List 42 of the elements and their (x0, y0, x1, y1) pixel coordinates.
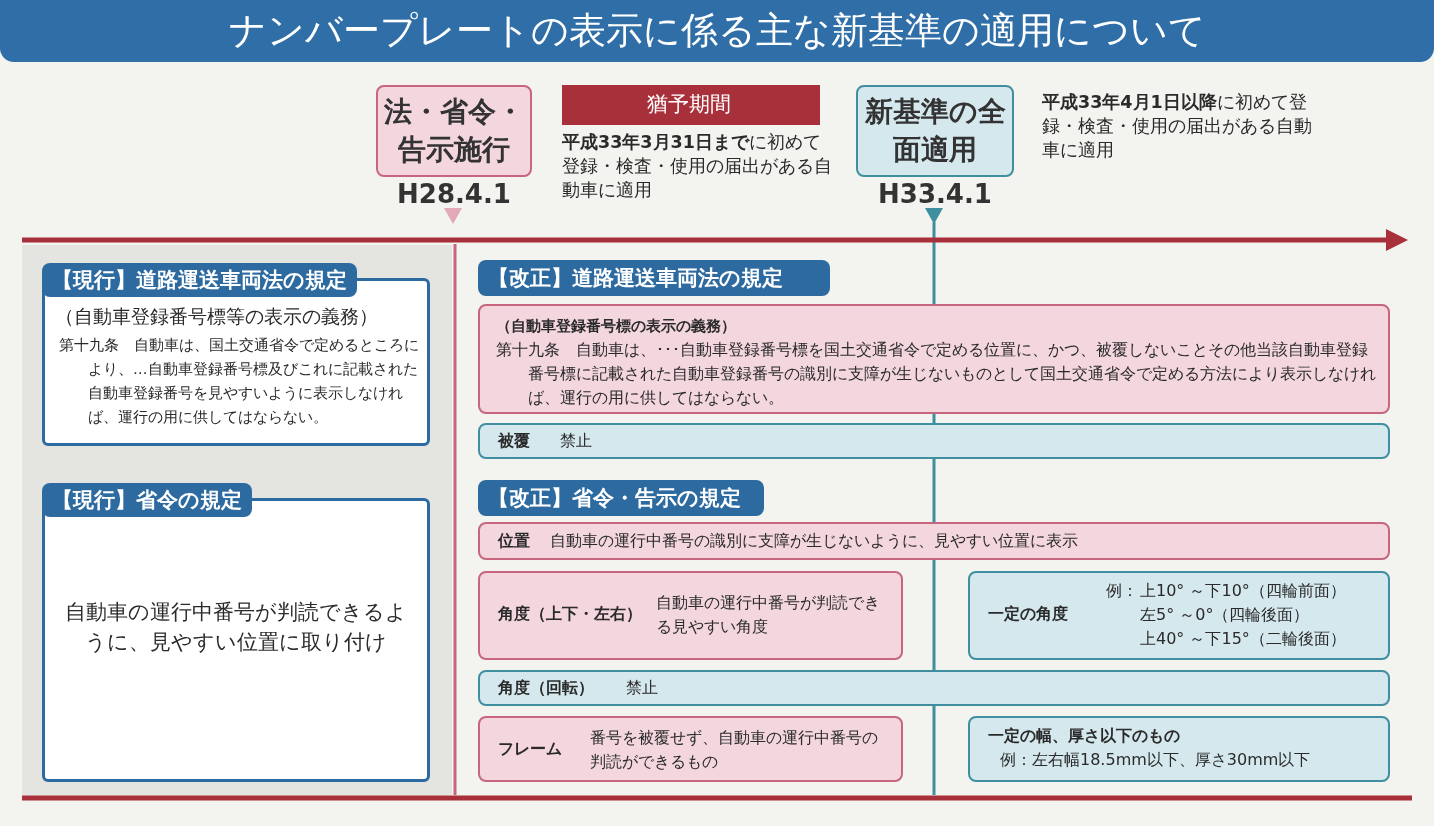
rule-description: 上10° ～下10°（四輪前面） (1140, 580, 1347, 602)
period-band (562, 85, 820, 125)
article-heading: （自動車登録番号標の表示の義務） (496, 317, 737, 336)
rule-description: 禁止 (626, 677, 659, 699)
section-heading: 【現行】省令の規定 (42, 483, 252, 517)
article-text: 第十九条 自動車は、国土交通省令で定めるところにより、…自動車登録番号標及びこれに記載された自動車登録番号を見やすいように表示しなければ、運行の用に供してはならない。 (59, 336, 420, 427)
section-heading: 【現行】道路運送車両法の規定 (42, 263, 357, 297)
rule-term: フレーム (498, 738, 563, 760)
rule-row (478, 522, 1390, 560)
article-text: 第十九条 自動車は、･･･自動車登録番号標を国土交通省令で定める位置に、かつ、被覆しないことその他当該自動車登録番号標に記載された自動車登録番号の識別に支障が生じないものとして国土交通省令で定める方法により表示しなければ、運行の用に供してはならない。 (496, 339, 1376, 409)
milestone-box (856, 85, 1014, 177)
section-heading-text: 【改正】道路運送車両法の規定 (487, 265, 784, 292)
rule-row (478, 670, 1390, 706)
rule-description: 例： (1106, 580, 1139, 602)
period-label: 猶予期間 (646, 91, 732, 118)
milestone-label: 法・省令・告示施行 (383, 94, 525, 168)
rule-term: 一定の幅、厚さ以下のもの (988, 725, 1181, 747)
rule-description: 自動車の運行中番号が判読できる見やすい角度 (656, 592, 881, 638)
rule-term: 角度（回転） (498, 677, 595, 699)
rule-description: 左5° ～0°（四輪後面） (1140, 604, 1311, 626)
rule-description: 番号を被覆せず、自動車の運行中番号の判読ができるもの (590, 727, 879, 773)
rule-description: 自動車の運行中番号が判読できるように、見やすい位置に取り付け (64, 599, 408, 656)
rule-row (478, 423, 1390, 459)
date-label: H28.4.1 (396, 178, 512, 210)
rule-term: 被覆 (498, 430, 531, 452)
rule-term: 一定の角度 (988, 603, 1069, 625)
rule-description: 上40° ～下15°（二輪後面） (1140, 628, 1347, 650)
section-heading-text: 【改正】省令・告示の規定 (487, 485, 742, 512)
title-bar: ナンバープレートの表示に係る主な新基準の適用について (0, 0, 1434, 62)
rule-description: 例：左右幅18.5mm以下、厚さ30mm以下 (1000, 749, 1312, 771)
period-note: 平成33年3月31日までに初めて登録・検査・使用の届出がある自動車に適用 (562, 131, 833, 202)
application-note: 平成33年4月1日以降に初めて登録・検査・使用の届出がある自動車に適用 (1042, 91, 1313, 162)
date-label: H33.4.1 (877, 178, 993, 210)
rule-description: 自動車の運行中番号の識別に支障が生じないように、見やすい位置に表示 (550, 530, 1079, 552)
rule-term: 角度（上下・左右） (498, 603, 643, 625)
milestone-label: 新基準の全面適用 (863, 94, 1007, 168)
section-heading-tab (478, 480, 764, 516)
section-heading-tab (478, 260, 830, 296)
milestone-box (376, 85, 532, 177)
rule-description: 禁止 (560, 430, 593, 452)
article-heading: （自動車登録番号標等の表示の義務） (55, 304, 379, 329)
rule-term: 位置 (498, 530, 531, 552)
